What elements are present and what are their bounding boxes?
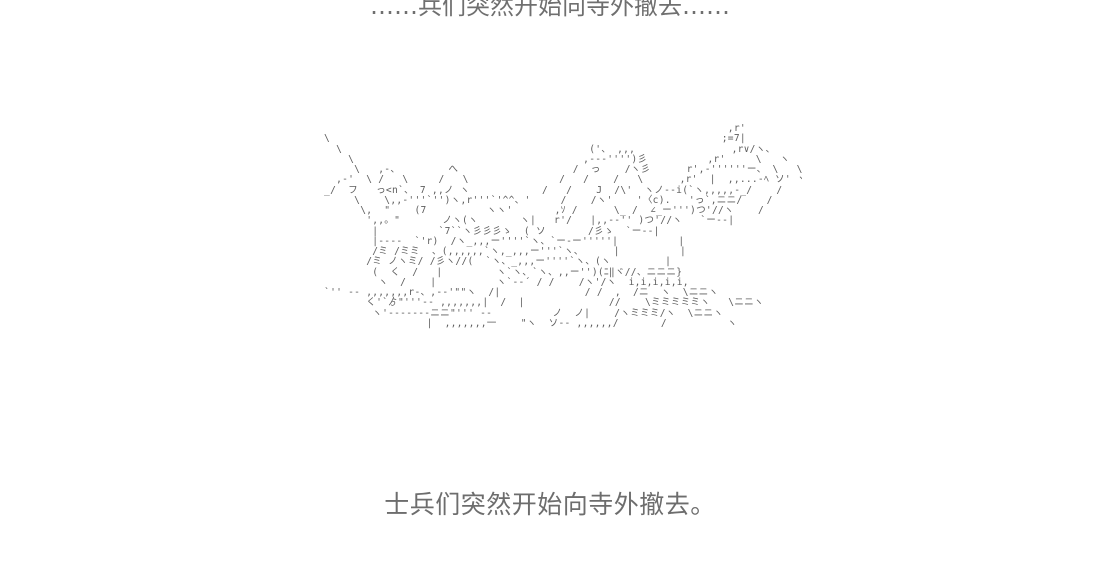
ascii-art-soldiers-illustration: ,r' \ ;=7| \ ('、 ,,, ,r∨/ヽ、 \ ,-	[324, 124, 802, 329]
top-cropped-text-line: ……兵们突然开始向寺外撤去……	[370, 0, 730, 20]
caption-text: 士兵们突然开始向寺外撤去。	[384, 490, 716, 519]
